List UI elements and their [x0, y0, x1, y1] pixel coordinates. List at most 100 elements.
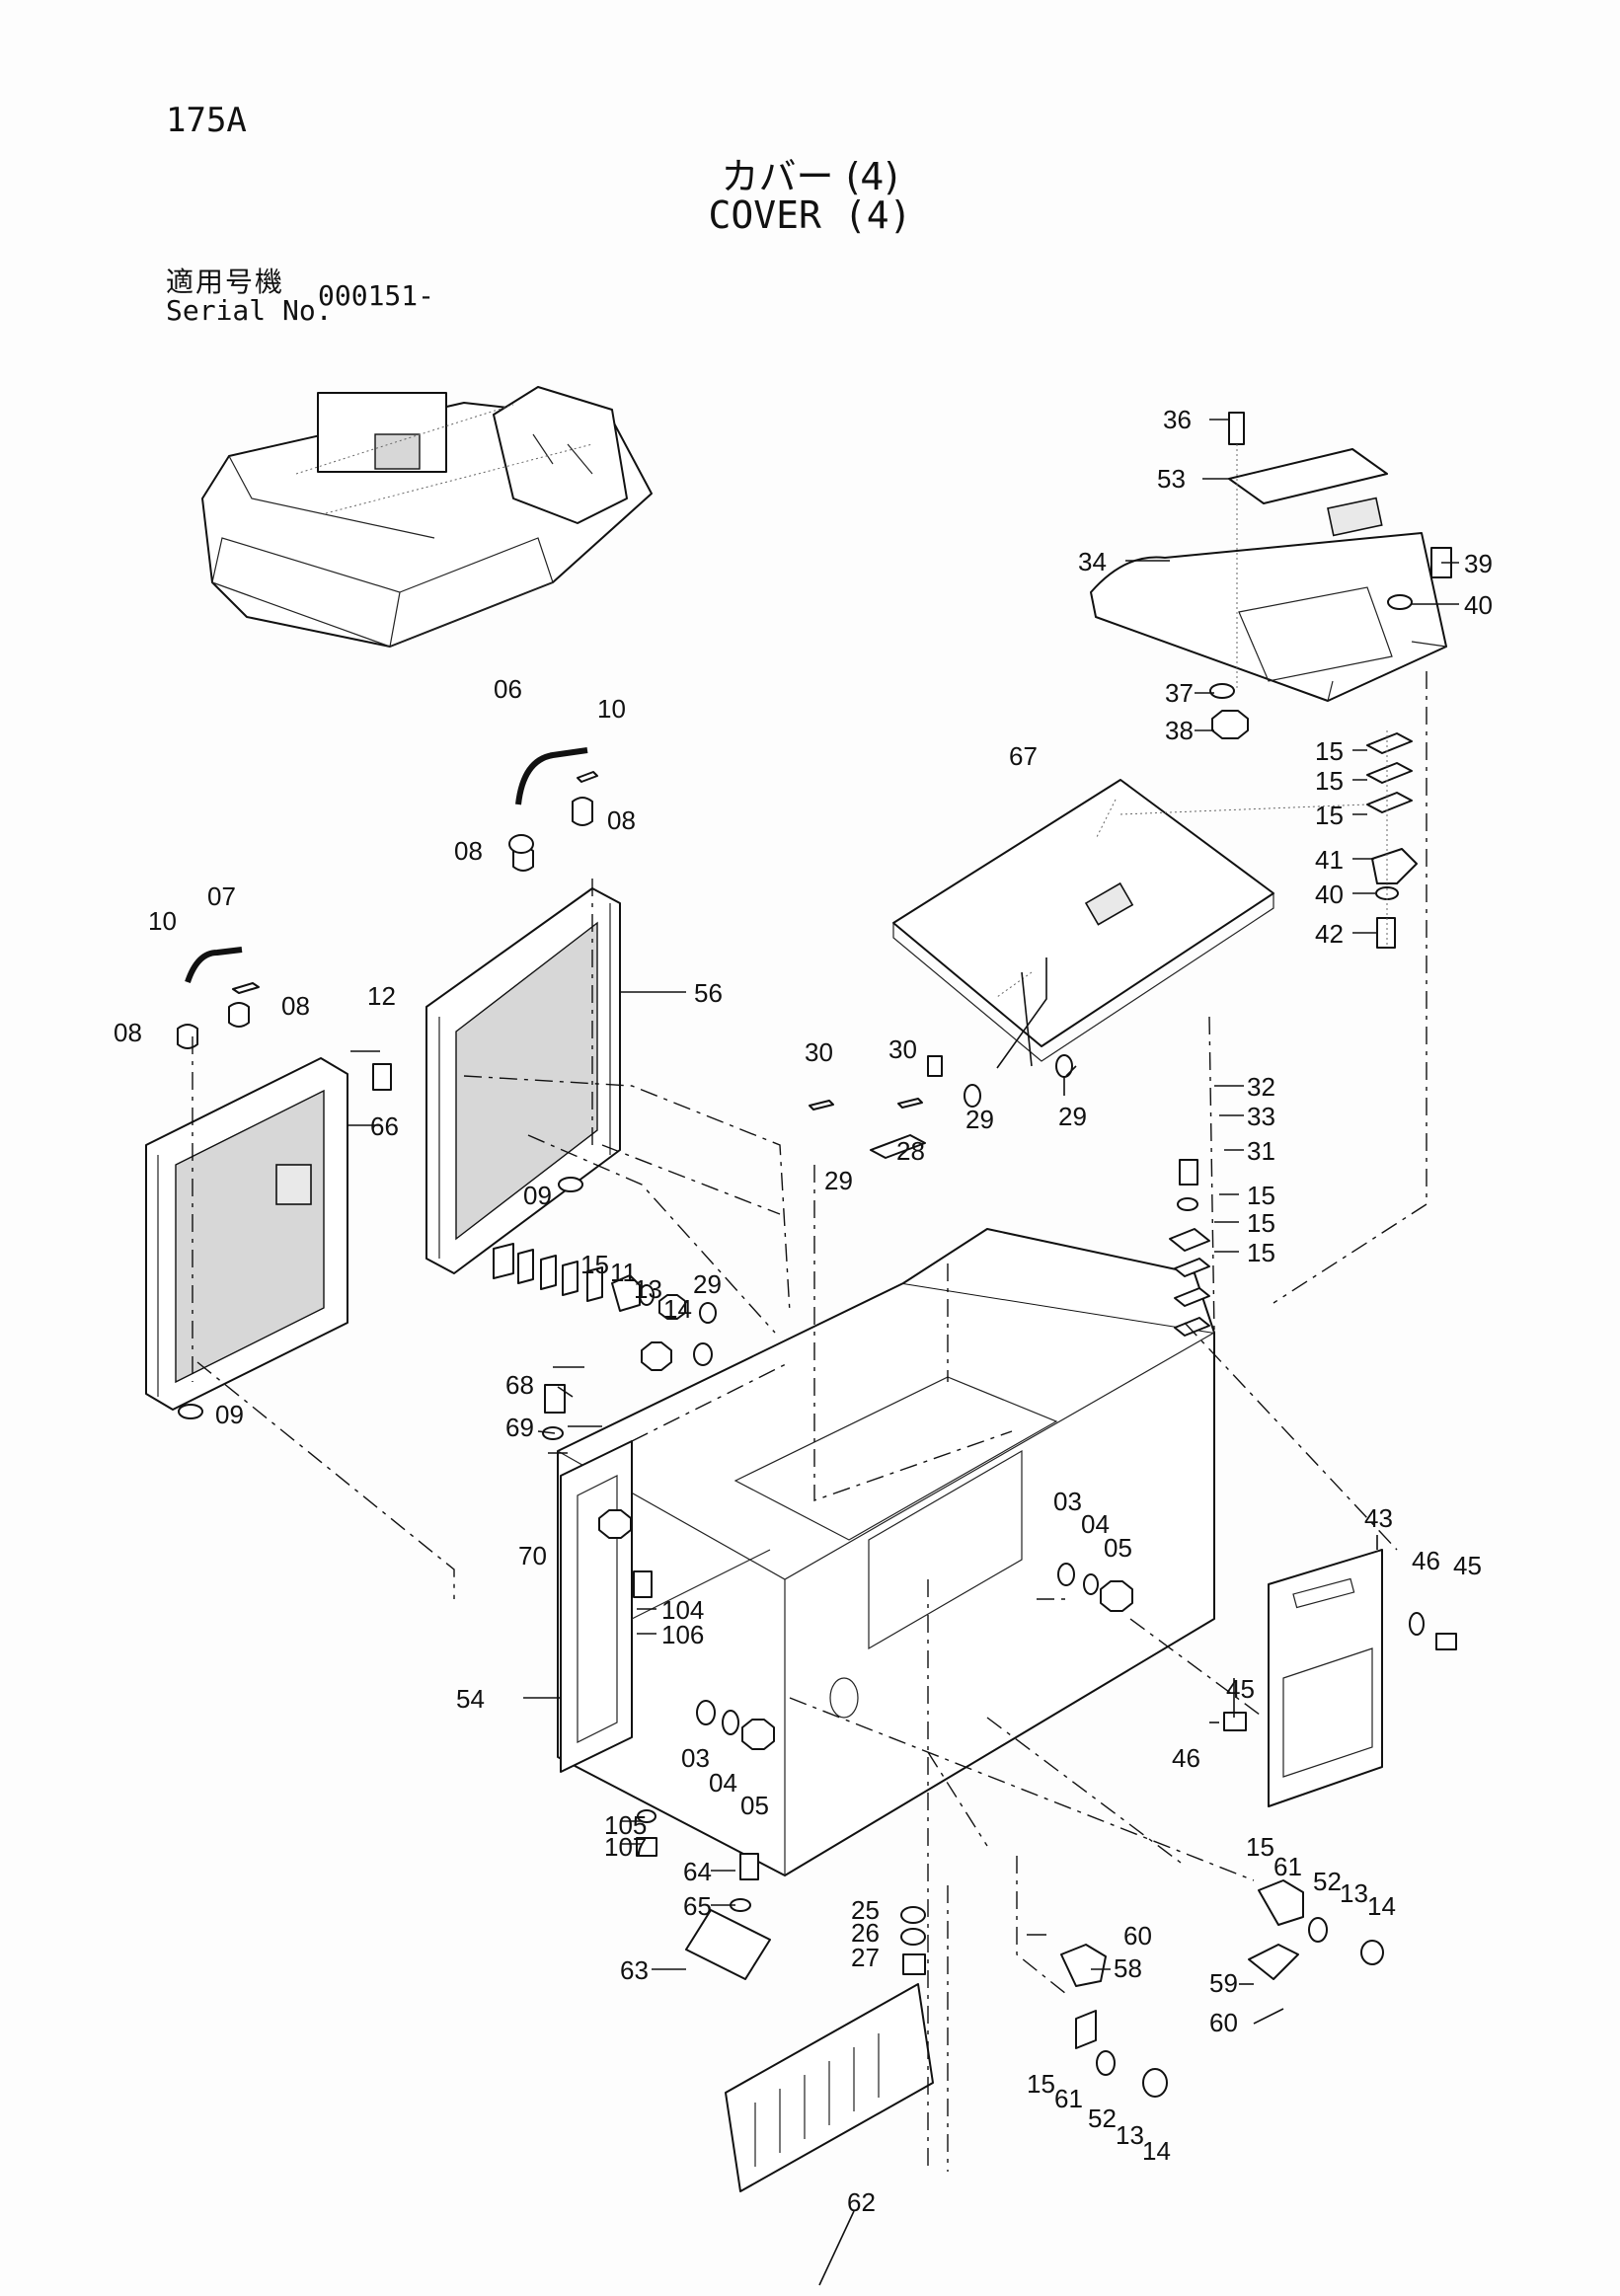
callout-08-a: 08: [607, 805, 636, 835]
callout-34: 34: [1078, 547, 1107, 576]
callout-32: 32: [1247, 1072, 1275, 1102]
callout-13-a: 13: [634, 1274, 662, 1304]
callout-30-b: 30: [888, 1034, 917, 1064]
callout-53: 53: [1157, 464, 1186, 494]
callout-15-d: 15: [1247, 1181, 1275, 1210]
callout-29-b: 29: [965, 1105, 994, 1134]
callout-08-b: 08: [454, 836, 483, 866]
door-66: [145, 1057, 348, 1411]
callout-13-b: 13: [1340, 1878, 1368, 1908]
callout-70: 70: [518, 1541, 547, 1570]
callout-13-c: 13: [1116, 2120, 1144, 2150]
callout-28: 28: [896, 1136, 925, 1166]
callout-104: 104: [661, 1595, 704, 1625]
callout-15-b: 15: [1315, 766, 1344, 796]
top-cover-assembly: [1090, 412, 1452, 739]
machine-locator-illustration: [201, 386, 653, 648]
callout-15-h: 15: [1246, 1832, 1274, 1862]
callout-15-c: 15: [1315, 801, 1344, 830]
callout-09-a: 09: [523, 1181, 552, 1210]
callout-46-a: 46: [1172, 1743, 1200, 1773]
callout-15-g: 15: [580, 1250, 609, 1279]
callout-46-b: 46: [1412, 1546, 1440, 1575]
callout-27: 27: [851, 1943, 880, 1972]
callout-61-b: 61: [1054, 2084, 1083, 2113]
callout-06: 06: [494, 674, 522, 704]
mount-stack-right: [1366, 730, 1418, 949]
serial-label-japanese: 適用号機: [166, 266, 285, 298]
callout-08-d: 08: [114, 1018, 142, 1047]
callout-08-c: 08: [281, 991, 310, 1021]
callout-59: 59: [1209, 1968, 1238, 1998]
callout-67: 67: [1009, 741, 1038, 771]
callout-03-b: 03: [1053, 1487, 1082, 1516]
callout-40-b: 40: [1315, 880, 1344, 909]
callout-69: 69: [505, 1413, 534, 1442]
callout-26: 26: [851, 1918, 880, 1948]
callout-105: 105: [604, 1810, 647, 1840]
callout-15-i: 15: [1027, 2069, 1055, 2099]
callout-58: 58: [1114, 1953, 1142, 1983]
callout-38: 38: [1165, 716, 1194, 745]
hinge-parts: [1060, 1879, 1384, 2098]
serial-number-value: 000151-: [318, 279, 435, 312]
callout-68: 68: [505, 1370, 534, 1400]
cover-34: [1090, 532, 1447, 702]
callout-60-a: 60: [1123, 1921, 1152, 1951]
callout-10-b: 10: [148, 906, 177, 936]
callout-107: 107: [604, 1832, 647, 1862]
callout-63: 63: [620, 1955, 649, 1985]
callout-62: 62: [847, 2187, 876, 2217]
callout-05-a: 05: [740, 1791, 769, 1820]
callout-41: 41: [1315, 845, 1344, 875]
handles: [177, 747, 593, 1049]
title-english: COVER (4): [708, 193, 912, 237]
callout-52-b: 52: [1088, 2104, 1117, 2133]
callout-42: 42: [1315, 919, 1344, 949]
fasteners: [178, 771, 1457, 1975]
callout-14-c: 14: [1142, 2136, 1171, 2166]
washer-37: [1209, 683, 1235, 699]
callout-36: 36: [1163, 405, 1192, 434]
nut-38: [1211, 710, 1249, 739]
callout-10-a: 10: [597, 694, 626, 724]
callout-54: 54: [456, 1684, 485, 1714]
callout-45-a: 45: [1226, 1674, 1255, 1704]
callout-52-a: 52: [1313, 1867, 1342, 1896]
callout-14-b: 14: [1367, 1891, 1396, 1921]
callout-12: 12: [367, 981, 396, 1011]
washer-40: [1387, 594, 1413, 610]
callout-65: 65: [683, 1891, 712, 1921]
main-frame: [557, 1228, 1215, 1876]
bolt-36: [1228, 412, 1245, 445]
callout-29-d: 29: [693, 1269, 722, 1299]
side-panel-43: [1268, 1549, 1383, 1807]
callout-61-a: 61: [1273, 1852, 1302, 1881]
callout-29-a: 29: [1058, 1102, 1087, 1131]
assembly-lines: [192, 671, 1427, 2172]
callout-04-a: 04: [709, 1768, 737, 1798]
callout-64: 64: [683, 1857, 712, 1886]
callout-05-b: 05: [1104, 1533, 1132, 1563]
callout-33: 33: [1247, 1102, 1275, 1131]
callout-66: 66: [370, 1111, 399, 1141]
callout-40: 40: [1464, 590, 1493, 620]
callout-37: 37: [1165, 678, 1194, 708]
callout-15-f: 15: [1247, 1238, 1275, 1267]
callout-15-a: 15: [1315, 736, 1344, 766]
callout-07: 07: [207, 881, 236, 911]
callout-15-e: 15: [1247, 1208, 1275, 1238]
callout-29-c: 29: [824, 1166, 853, 1195]
callout-45-b: 45: [1453, 1551, 1482, 1580]
bottom-grille-62: [685, 1909, 934, 2192]
callout-11: 11: [610, 1258, 637, 1287]
callout-09-b: 09: [215, 1400, 244, 1429]
page-number: 175A: [166, 101, 247, 140]
callout-14-a: 14: [663, 1294, 692, 1324]
top-lid-67: [892, 779, 1274, 1062]
callout-43: 43: [1364, 1503, 1393, 1533]
callout-106: 106: [661, 1620, 704, 1649]
callout-39: 39: [1464, 549, 1493, 578]
